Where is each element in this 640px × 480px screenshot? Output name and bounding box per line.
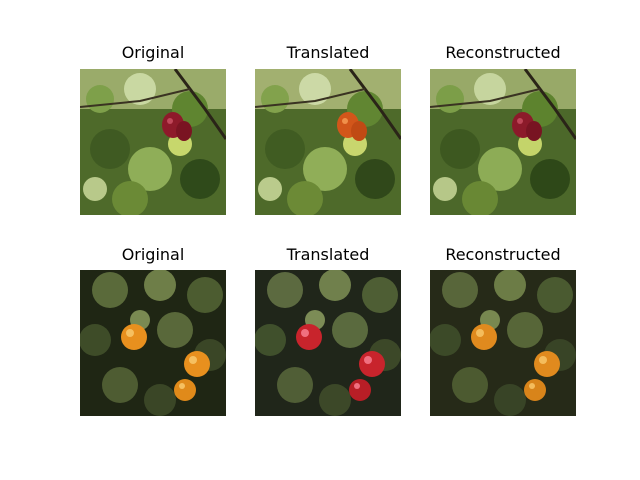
- apple-tree-photo-reconstructed: [430, 69, 576, 215]
- panel-title-translated: Translated: [286, 245, 370, 264]
- image-translated-orange: [255, 270, 401, 416]
- panel-title-translated: Translated: [286, 43, 370, 62]
- image-reconstructed-apple: [430, 69, 576, 215]
- orange-tree-photo-translated: [255, 270, 401, 416]
- panel-title-reconstructed: Reconstructed: [445, 43, 561, 62]
- apple-tree-photo-translated: [255, 69, 401, 215]
- panel-title-original: Original: [121, 43, 185, 62]
- image-reconstructed-orange: [430, 270, 576, 416]
- panel-title-original: Original: [121, 245, 185, 264]
- orange-tree-photo: [80, 270, 226, 416]
- image-translated-apple: [255, 69, 401, 215]
- orange-tree-photo-reconstructed: [430, 270, 576, 416]
- panel-title-reconstructed: Reconstructed: [445, 245, 561, 264]
- image-original-orange: [80, 270, 226, 416]
- apple-tree-photo: [80, 69, 226, 215]
- image-original-apple: [80, 69, 226, 215]
